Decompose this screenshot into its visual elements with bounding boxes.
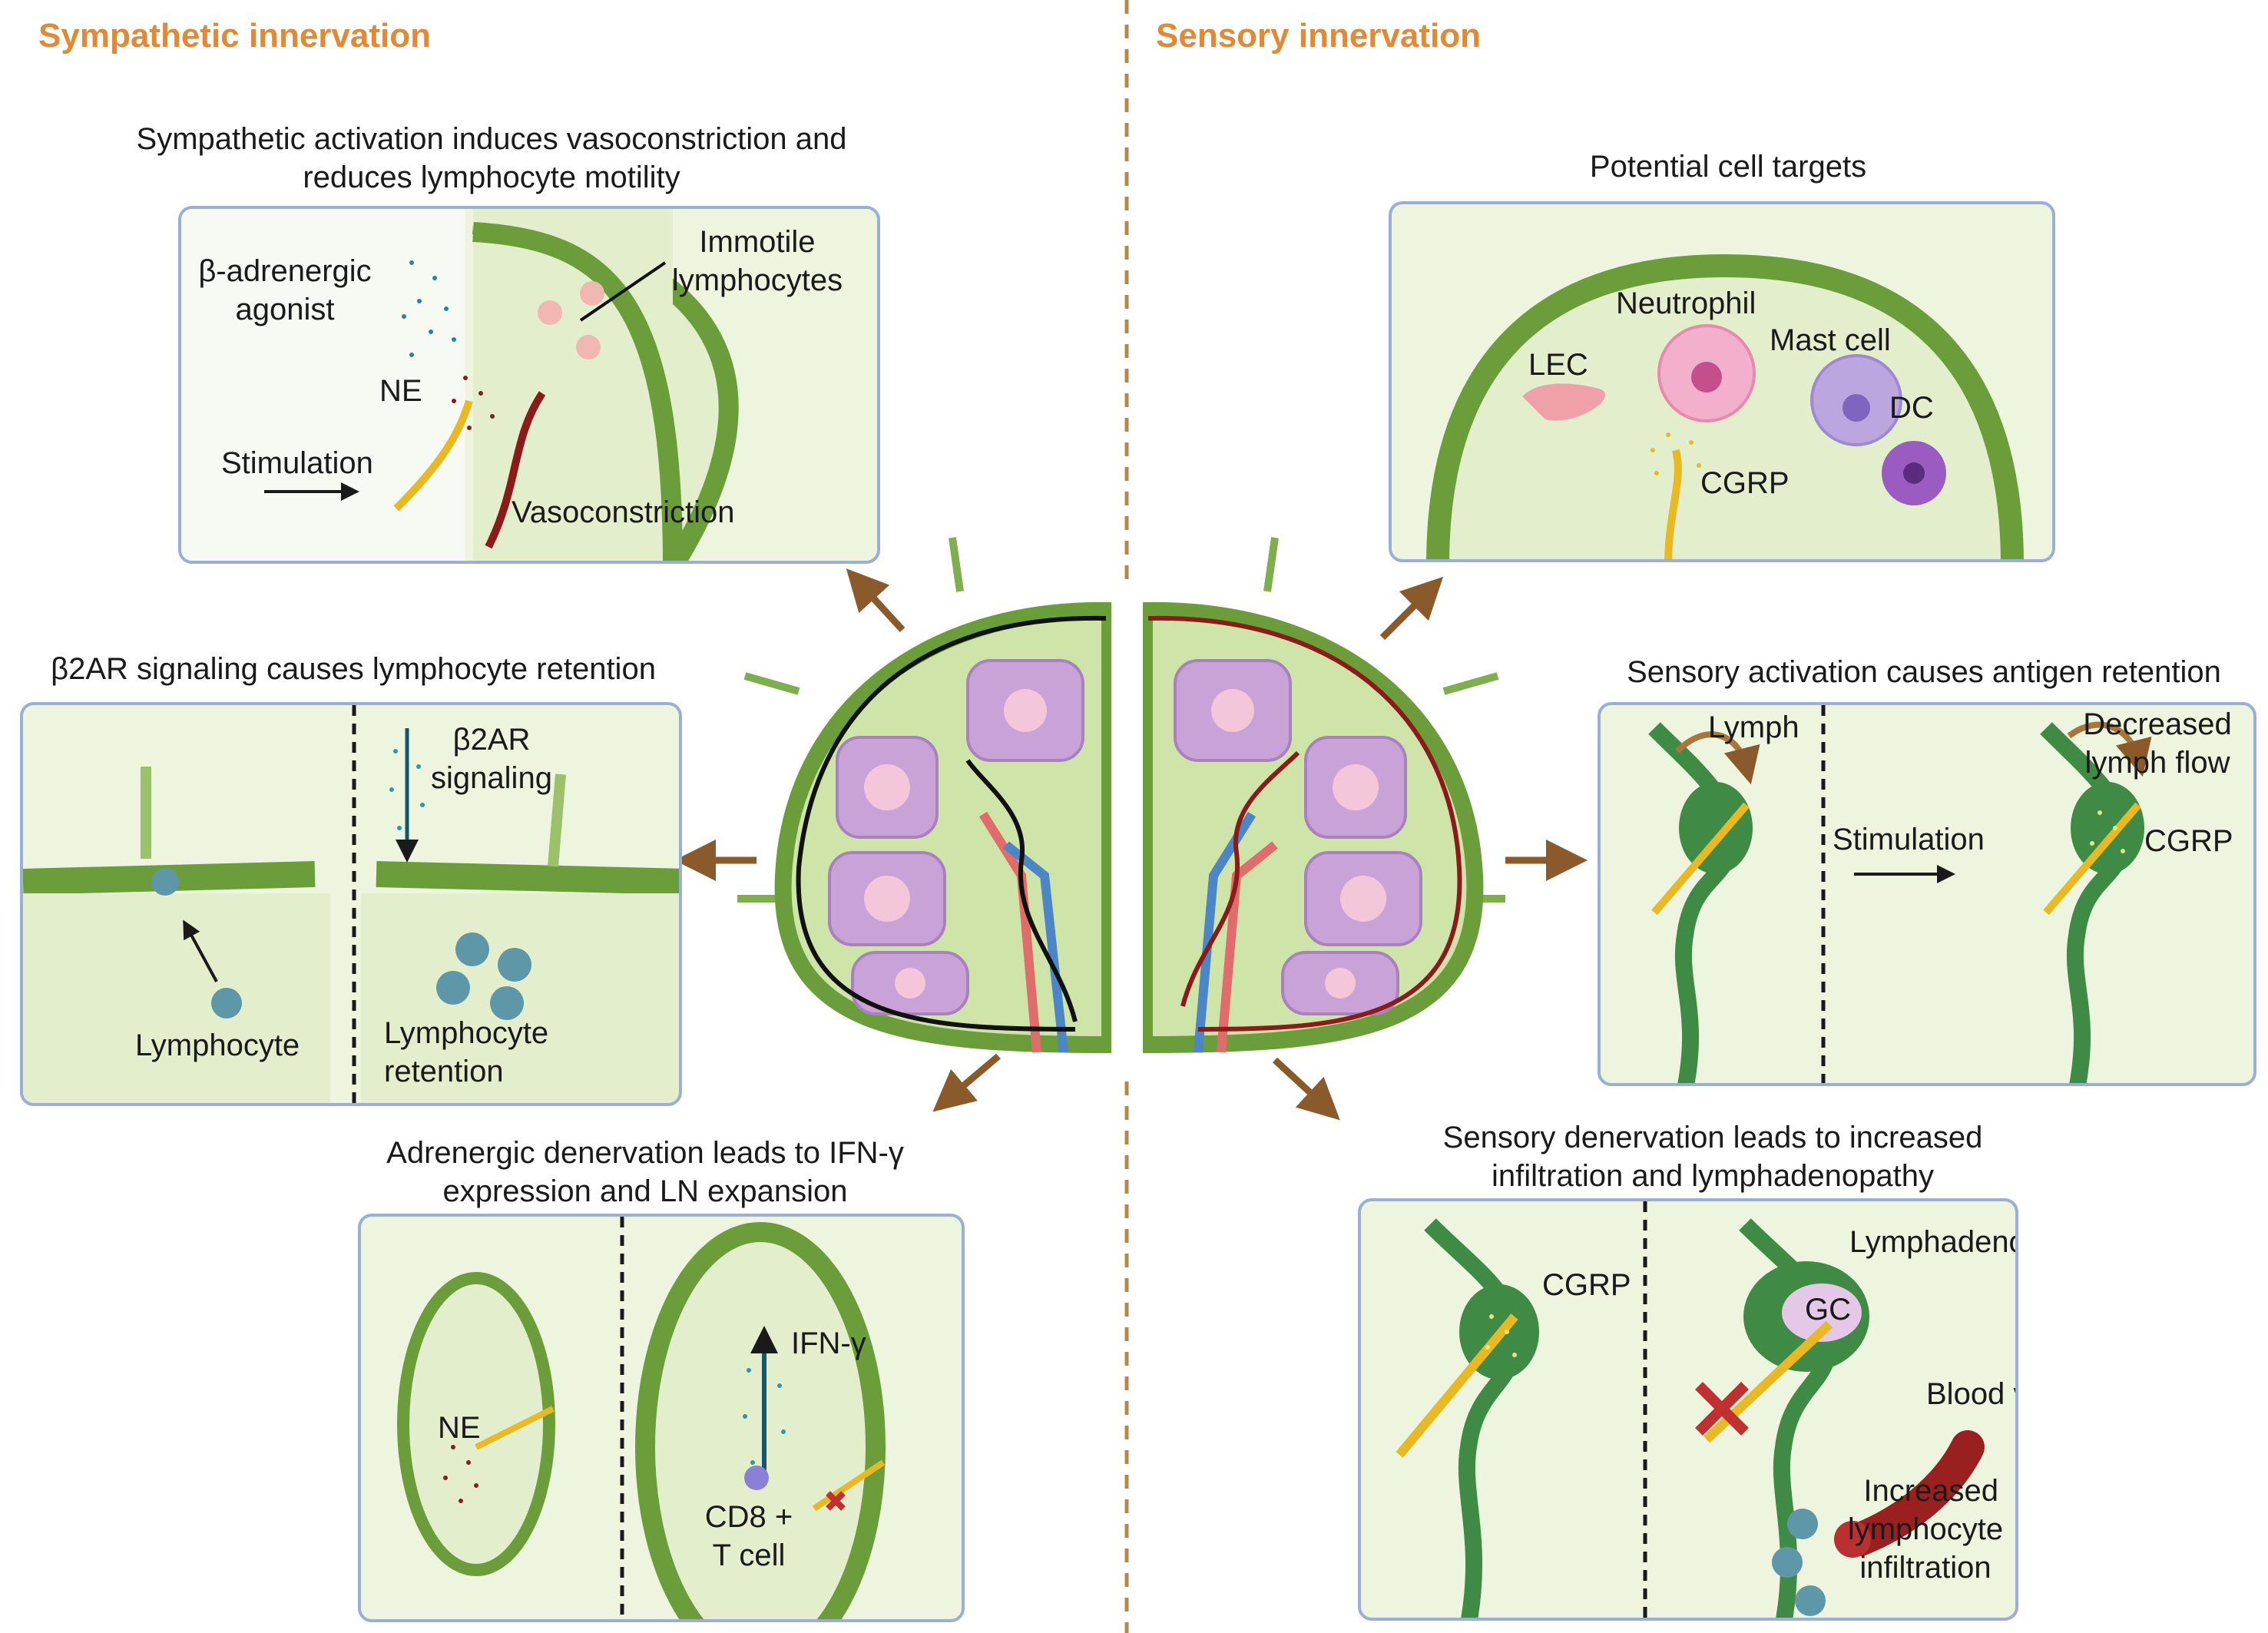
- arrow-to-ifn: [932, 1053, 1001, 1112]
- panel-targets-art: [1426, 253, 2024, 559]
- arrow-to-sens-den: [1272, 1057, 1340, 1121]
- panel-antigen-title: Sensory activation causes antigen retent…: [1627, 655, 2221, 689]
- panel-b2ar-title: β2AR signaling causes lymphocyte retenti…: [51, 652, 656, 686]
- b2ar-signaling-label: β2AR signaling: [431, 723, 552, 795]
- cd8-label: CD8 + T cell: [704, 1500, 793, 1572]
- decreased-flow-label: Decreased lymph flow: [2083, 707, 2232, 780]
- lec-label: LEC: [1528, 348, 1588, 382]
- ne-label: NE: [379, 374, 422, 408]
- retention-label: Lymphocyte retention: [384, 1016, 549, 1088]
- panel-ifn-title: Adrenergic denervation leads to IFN-γ ex…: [386, 1136, 904, 1208]
- stimulation-label-2: Stimulation: [1833, 823, 1985, 856]
- increased-infiltration-block: lymphocyte infiltration: [1847, 1512, 2004, 1585]
- panel-targets-title: Potential cell targets: [1589, 150, 1867, 184]
- panel-vaso-title: Sympathetic activation induces vasoconst…: [136, 122, 847, 194]
- panel-b2ar-art: [23, 705, 679, 1103]
- lymph-label: Lymph: [1708, 711, 1800, 744]
- cgrp-label-den: CGRP: [1542, 1268, 1631, 1302]
- panel-antigen: Lymph Decreased lymph flow Stimulation C…: [1598, 702, 2256, 1086]
- neutrophil-label: Neutrophil: [1616, 287, 1756, 320]
- cgrp-label-targets: CGRP: [1700, 466, 1790, 500]
- sympathetic-section-title: Sympathetic innervation: [38, 17, 432, 55]
- panel-targets: Neutrophil LEC Mast cell DC CGRP: [1389, 201, 2055, 562]
- panel-sens-den: CGRP Lymphadenopathy GC Blood vessel Inc…: [1358, 1198, 2018, 1621]
- lymphadenopathy-label: Lymphadenopathy: [1849, 1225, 2015, 1259]
- panel-ifn-art: [397, 1217, 886, 1619]
- ifn-label: IFN-γ: [791, 1327, 866, 1360]
- panel-vaso: β-adrenergic agonist Immotile lymphocyte…: [178, 206, 880, 564]
- panel-b2ar: β2AR signaling Lymphocyte Lymphocyte ret…: [20, 702, 682, 1106]
- immotile-label: Immotile lymphocytes: [671, 225, 843, 297]
- ne-label-2: NE: [438, 1411, 481, 1445]
- panel-sens-den-art: [1396, 1201, 1985, 1618]
- cgrp-label-antigen: CGRP: [2144, 824, 2233, 858]
- panel-sens-den-title: Sensory denervation leads to increased i…: [1442, 1121, 1983, 1193]
- agonist-label: β-adrenergic agonist: [198, 254, 372, 326]
- panel-vaso-art: [181, 209, 739, 561]
- blood-vessel-label: Blood vessel: [1926, 1377, 2015, 1411]
- gc-label: GC: [1805, 1293, 1851, 1327]
- arrow-to-vaso: [846, 568, 906, 633]
- mast-cell-label: Mast cell: [1770, 323, 1891, 357]
- panel-ifn: NE IFN-γ CD8 + T cell: [358, 1214, 965, 1622]
- lymphocyte-label: Lymphocyte: [135, 1028, 300, 1062]
- panel-antigen-art: [1648, 705, 2152, 1083]
- dc-label: DC: [1889, 391, 1934, 425]
- stimulation-label: Stimulation: [221, 446, 373, 480]
- sensory-section-title: Sensory innervation: [1156, 17, 1482, 55]
- vasoconstriction-label: Vasoconstriction: [512, 495, 735, 529]
- arrow-to-targets: [1379, 576, 1444, 641]
